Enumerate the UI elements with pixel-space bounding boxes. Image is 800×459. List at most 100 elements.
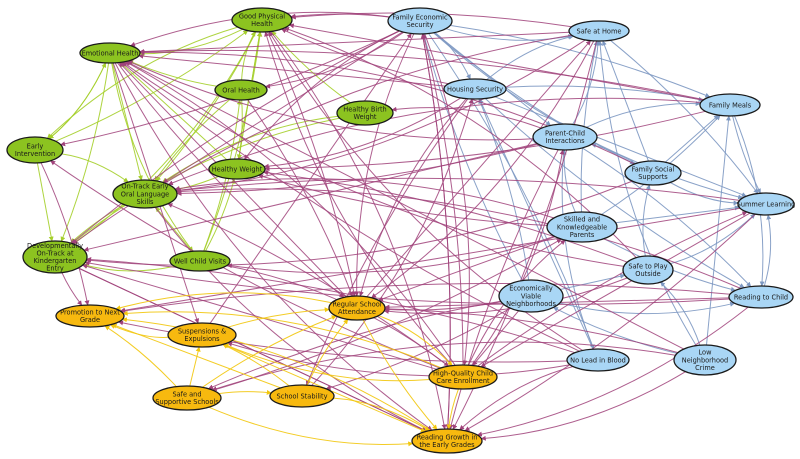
node-shape-skilled-knowledgeable-parents (546, 211, 618, 243)
node-label-family-meals: Family Meals (709, 101, 752, 109)
edge-family-economic-security-to-housing-security (434, 32, 471, 80)
edge-safe-at-home-to-on-track-early-oral-language (175, 39, 586, 193)
edge-housing-security-to-regular-school-attendance (358, 98, 467, 297)
node-label-line: High-Quality Child (433, 370, 493, 378)
edge-regular-school-attendance-to-emotional-health (118, 62, 347, 298)
edge-school-stability-to-promotion-to-next-grade (111, 323, 281, 389)
node-label-line: Safe to Play (628, 263, 667, 271)
node-family-meals[interactable]: Family Meals (699, 93, 761, 117)
node-label-line: Parent-Child (545, 130, 585, 138)
node-summer-learning[interactable]: Summer Learning (737, 192, 796, 216)
edge-school-stability-to-housing-security (311, 98, 474, 386)
edge-family-economic-security-to-on-track-early-oral-language (162, 31, 403, 183)
edge-economically-viable-neighborhoods-to-reading-to-child (559, 301, 736, 315)
node-suspensions-expulsions[interactable]: Suspensions &Expulsions (167, 322, 237, 348)
edge-emotional-health-to-developmentally-on-track (60, 62, 110, 242)
edge-safe-to-play-outside-to-summer-learning (670, 213, 756, 265)
node-label-line: No Lead in Blood (570, 356, 626, 364)
edge-safe-supportive-schools-to-school-stability (218, 389, 272, 395)
edge-housing-security-to-reading-to-child (484, 98, 745, 289)
edge-safe-supportive-schools-to-promotion-to-next-grade (104, 325, 177, 387)
node-label-line: Supportive Schools (155, 398, 219, 406)
edge-developmentally-on-track-to-reading-growth-early-grades (78, 267, 427, 432)
edge-reading-to-child-to-summer-learning (763, 214, 772, 287)
node-label-line: Healthy Weight (212, 165, 263, 173)
edge-parent-child-interactions-to-reading-growth-early-grades (448, 149, 559, 430)
node-label-reading-to-child: Reading to Child (734, 293, 788, 301)
node-housing-security[interactable]: Housing Security (443, 78, 507, 100)
edge-good-physical-health-to-reading-growth-early-grades (270, 31, 447, 430)
edge-family-economic-security-to-summer-learning (433, 32, 744, 200)
edge-oral-health-to-regular-school-attendance (247, 99, 354, 297)
edge-economically-viable-neighborhoods-to-housing-security (478, 98, 530, 281)
node-label-summer-learning: Summer Learning (737, 200, 796, 208)
edge-high-quality-child-care-to-summer-learning (477, 211, 748, 367)
edge-high-quality-child-care-to-developmentally-on-track (82, 263, 438, 370)
node-label-line: Regular School (332, 301, 381, 309)
node-oral-health[interactable]: Oral Health (214, 79, 268, 101)
node-emotional-health[interactable]: Emotional Health (79, 42, 141, 64)
edge-regular-school-attendance-to-promotion-to-next-grade (115, 292, 332, 311)
edge-summer-learning-to-reading-growth-early-grades (464, 213, 756, 432)
edge-family-social-supports-to-family-meals (664, 114, 719, 163)
edge-family-economic-security-to-high-quality-child-care (424, 33, 470, 366)
node-shape-family-economic-security (387, 7, 453, 35)
edge-suspensions-expulsions-to-regular-school-attendance (227, 307, 330, 328)
node-label-line: Kindergarten (34, 257, 77, 265)
edge-regular-school-attendance-to-reading-growth-early-grades (362, 319, 438, 430)
edge-emotional-health-to-regular-school-attendance (117, 62, 345, 298)
edge-summer-learning-to-on-track-early-oral-language (175, 177, 740, 201)
node-label-emotional-health: Emotional Health (82, 49, 139, 57)
node-label-line: On-Track Early (121, 183, 168, 191)
edge-skilled-knowledgeable-parents-to-regular-school-attendance (377, 236, 556, 302)
node-shape-promotion-to-next-grade (55, 304, 125, 328)
node-safe-at-home[interactable]: Safe at Home (568, 20, 630, 42)
node-label-line: On-Track at (36, 250, 74, 258)
edge-no-lead-in-blood-to-suspensions-expulsions (227, 341, 571, 377)
node-label-line: Safe at Home (577, 27, 622, 35)
edge-no-lead-in-blood-to-reading-growth-early-grades (459, 366, 574, 431)
edge-family-meals-to-emotional-health (139, 49, 704, 101)
edge-good-physical-health-to-early-intervention (47, 26, 238, 139)
node-no-lead-in-blood[interactable]: No Lead in Blood (566, 348, 630, 372)
edge-school-stability-to-regular-school-attendance (306, 318, 349, 386)
node-reading-to-child[interactable]: Reading to Child (728, 285, 794, 309)
edge-oral-health-to-on-track-early-oral-language (154, 98, 231, 182)
edge-summer-learning-to-high-quality-child-care (480, 212, 751, 368)
node-shape-family-meals (699, 93, 761, 117)
node-shape-regular-school-attendance (328, 295, 386, 321)
node-school-stability[interactable]: School Stability (269, 384, 335, 408)
edge-reading-growth-early-grades-to-promotion-to-next-grade (121, 317, 431, 431)
node-well-child-visits[interactable]: Well Child Visits (169, 250, 231, 272)
node-label-line: Suspensions & (178, 328, 226, 336)
edge-family-social-supports-to-safe-at-home (602, 40, 649, 162)
node-healthy-weight[interactable]: Healthy Weight (208, 158, 266, 180)
node-label-line: Skilled and (564, 216, 600, 224)
edge-good-physical-health-to-developmentally-on-track (72, 31, 257, 245)
edge-skilled-knowledgeable-parents-to-healthy-weight (258, 174, 548, 226)
node-label-line: Outside (635, 270, 660, 278)
edge-parent-child-interactions-to-healthy-birth-weight (391, 106, 542, 129)
